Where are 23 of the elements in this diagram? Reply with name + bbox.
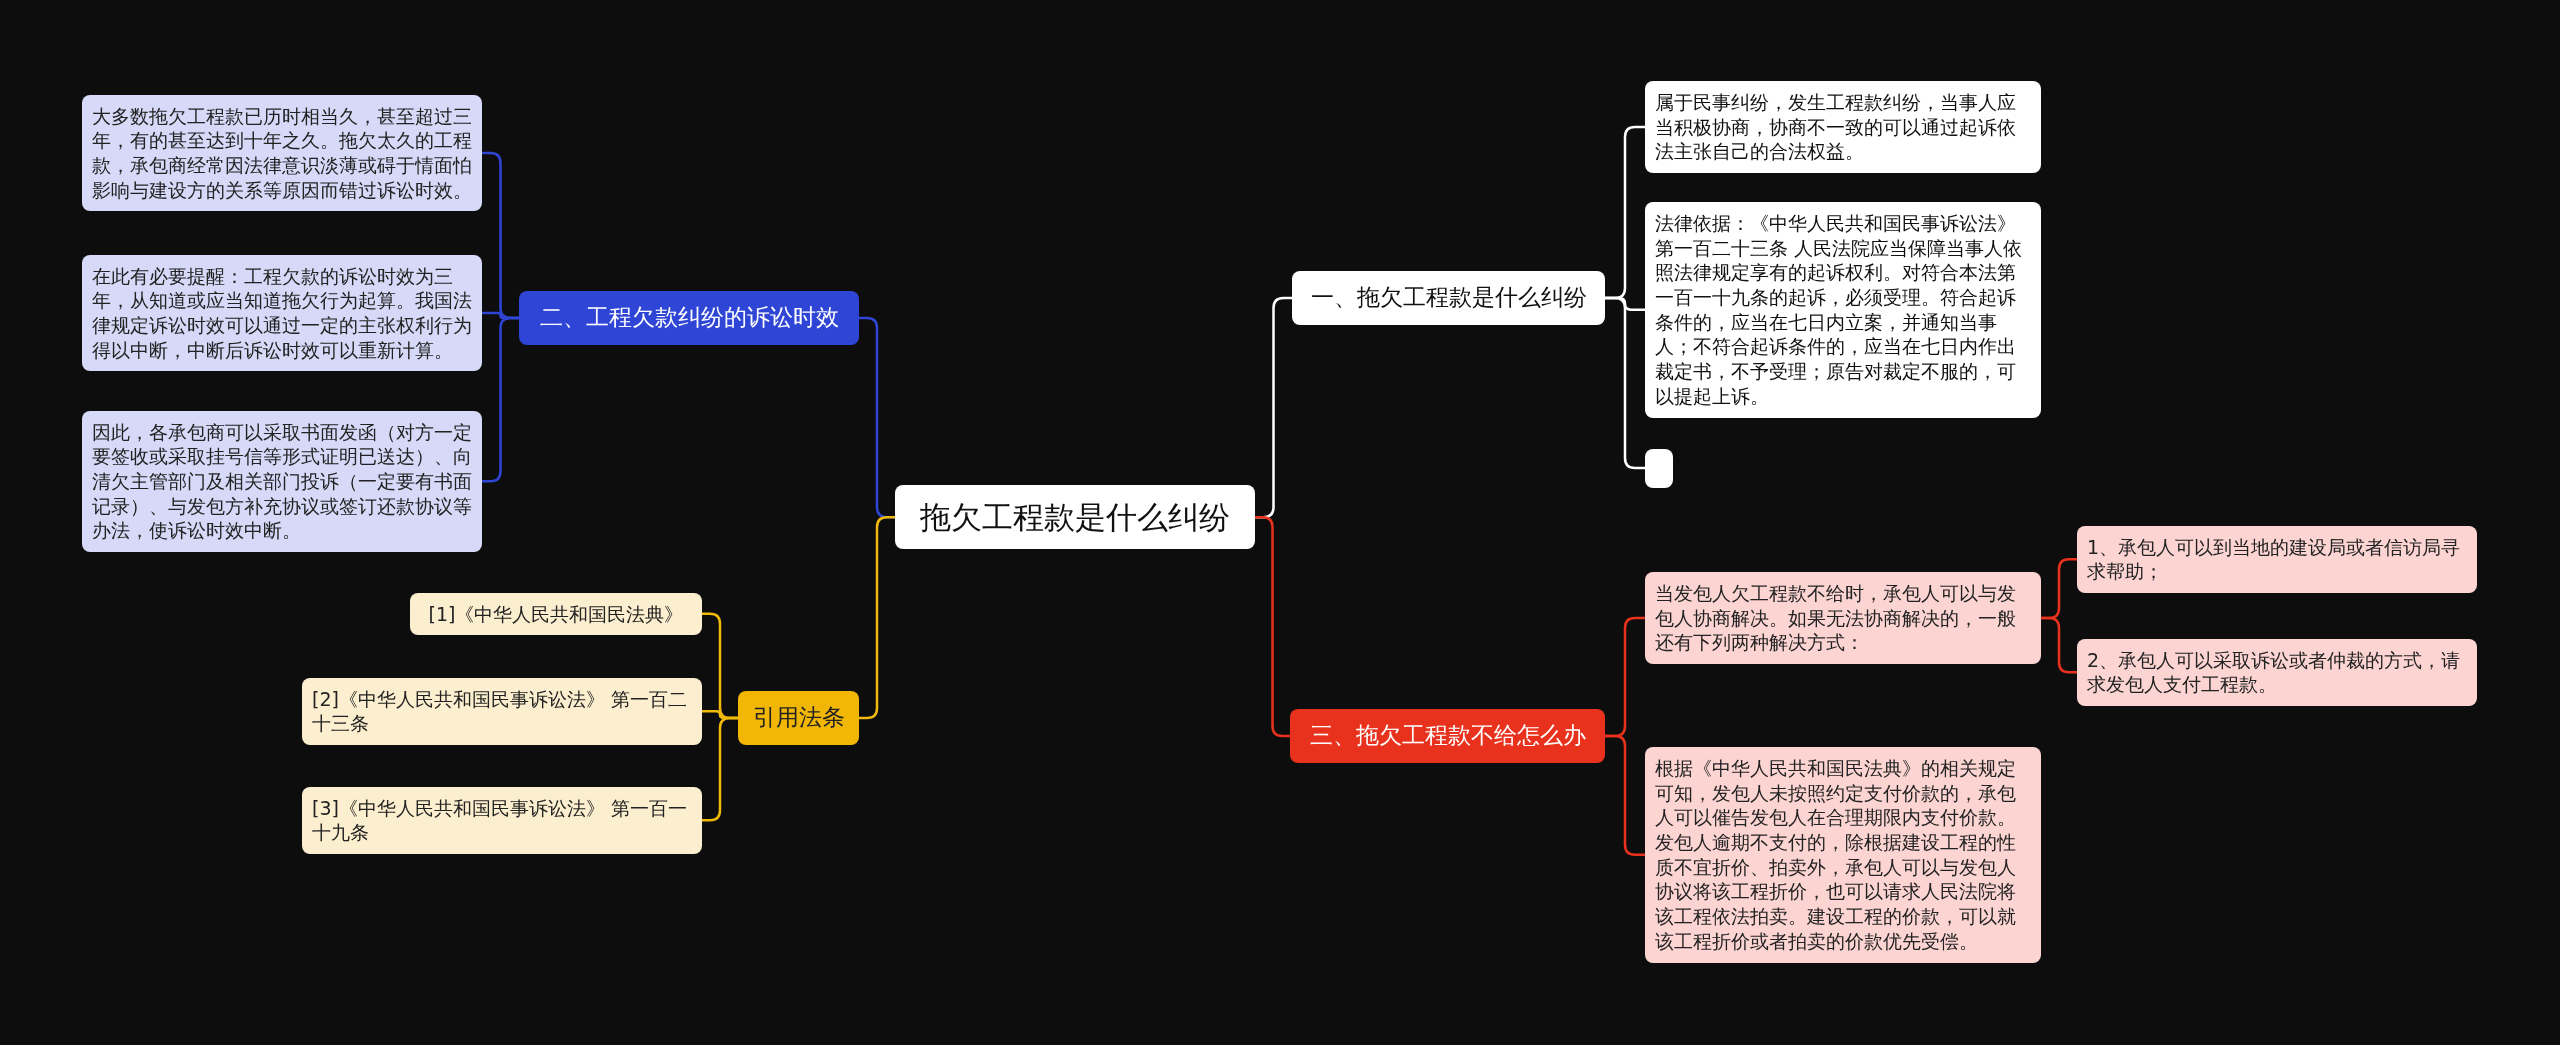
branch-line	[859, 515, 895, 720]
topic-box: 一、拖欠工程款是什么纠纷	[1292, 271, 1605, 325]
note-card: 因此，各承包商可以采取书面发函（对方一定要签收或采取挂号信等形式证明已送达）、向清欠主管部门及相关部门投诉（一定要有书面记录）、与发包方补充协议或签订还款协议等办法，使诉讼时效中断。	[82, 410, 482, 552]
note-card: 当发包人欠工程款不给时，承包人可以与发包人协商解决。如果无法协商解决的，一般还有下列两种解决方式：	[1645, 572, 2041, 665]
note-card: 在此有必要提醒：工程欠款的诉讼时效为三年，从知道或应当知道拖欠行为起算。我国法律规定诉讼时效可以通过一定的主张权利行为得以中断，中断后诉讼时效可以重新计算。	[82, 254, 482, 372]
empty-box	[1645, 448, 1673, 488]
note-card: 大多数拖欠工程款已历时相当久，甚至超过三年，有的甚至达到十年之久。拖欠太久的工程款，承包商经常因法律意识淡薄或碍于情面怕影响与建设方的关系等原因而错过诉讼时效。	[82, 94, 482, 212]
branch-line	[482, 316, 519, 483]
topic-box: 三、拖欠工程款不给怎么办	[1290, 709, 1605, 763]
topic-box: 二、工程欠款纠纷的诉讼时效	[519, 291, 859, 345]
branch-line	[2041, 616, 2077, 674]
note-card: 2、承包人可以采取诉讼或者仲裁的方式，请求发包人支付工程款。	[2077, 638, 2477, 706]
note-card: 属于民事纠纷，发生工程款纠纷，当事人应当积极协商，协商不一致的可以通过起诉依法主张自己的合法权益。	[1645, 81, 2041, 174]
note-card: 1、承包人可以到当地的建设局或者信访局寻求帮助；	[2077, 525, 2477, 593]
reference-card: [1]《中华人民共和国民法典》	[410, 592, 702, 636]
reference-card: [3]《中华人民共和国民事诉讼法》 第一百一十九条	[302, 786, 702, 854]
central-topic: 拖欠工程款是什么纠纷	[895, 485, 1255, 550]
branch-line	[1605, 734, 1645, 856]
note-card: 法律依据：《中华人民共和国民事诉讼法》第一百二十三条 人民法院应当保障当事人依照法律规定享有的起诉权利。对符合本法第一百一十九条的起诉，必须受理。符合起诉条件的，应当在七日内立案，并通知当事人；不符合起诉条件的，应当在七日内作出裁定书，不予受理；原告对裁定不服的，可以提起上诉。	[1645, 202, 2041, 418]
note-card: 根据《中华人民共和国民法典》的相关规定可知，发包人未按照约定支付价款的，承包人可以催告发包人在合理期限内支付价款。发包人逾期不支付的，除根据建设工程的性质不宜折价、拍卖外，承包人可以与发包人协议将该工程折价，也可以请求人民法院将该工程依法拍卖。建设工程的价款，可以就该工程折价或者拍卖的价款优先受偿。	[1645, 747, 2041, 963]
reference-card: [2]《中华人民共和国民事诉讼法》 第一百二十三条	[302, 677, 702, 745]
topic-box: 引用法条	[738, 691, 859, 745]
branch-line	[702, 716, 738, 822]
